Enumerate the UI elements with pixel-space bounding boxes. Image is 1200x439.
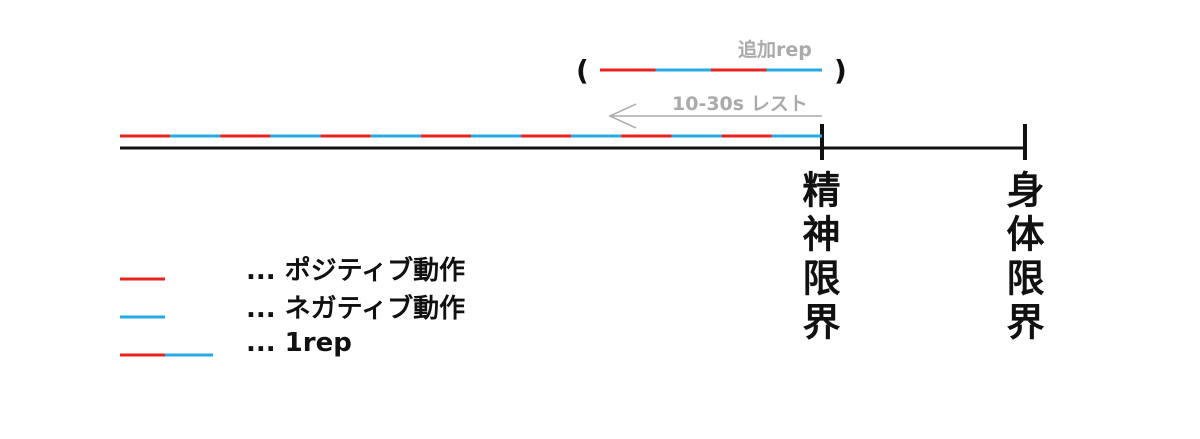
mental-limit-label: 精神限界 [796,170,840,346]
paren-open: ( [576,54,589,87]
legend-negative: ... ネガティブ動作 [246,294,466,324]
paren-close: ) [834,54,847,87]
rest-label: 10-30s レスト [672,93,808,115]
legend-positive: ... ポジティブ動作 [246,256,466,286]
legend-rep: ... 1rep [246,328,352,358]
extra-rep-label: 追加rep [738,38,812,61]
physical-limit-label: 身体限界 [1000,170,1044,346]
rest-arrow-head [608,103,637,129]
